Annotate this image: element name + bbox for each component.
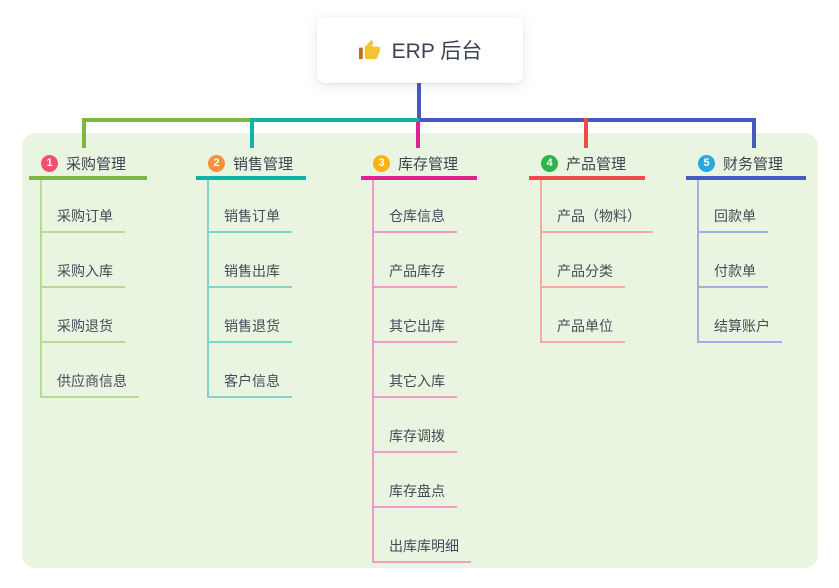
branch-number-badge: 1 xyxy=(41,154,58,172)
child-node[interactable]: 客户信息 xyxy=(209,343,292,398)
branch-node-product[interactable]: 4 产品管理 xyxy=(529,150,645,180)
child-node[interactable]: 仓库信息 xyxy=(374,180,457,233)
thumbs-up-icon xyxy=(358,39,380,59)
branch-children: 仓库信息 产品库存 其它出库 其它入库 库存调拨 库存盘点 出库库明细 xyxy=(372,180,477,563)
connector-drop-product xyxy=(584,118,588,148)
child-node[interactable]: 产品单位 xyxy=(542,288,625,343)
branch-label: 财务管理 xyxy=(723,155,784,173)
connector-root-vertical xyxy=(417,83,421,122)
child-node[interactable]: 销售订单 xyxy=(209,180,292,233)
branch-children: 回款单 付款单 结算账户 xyxy=(697,180,806,343)
branch-node-inventory[interactable]: 3 库存管理 xyxy=(361,150,477,180)
connector-drop-purchase xyxy=(82,118,86,148)
child-node[interactable]: 采购退货 xyxy=(42,288,125,343)
branch-node-purchase[interactable]: 1 采购管理 xyxy=(29,150,147,180)
child-node[interactable]: 销售出库 xyxy=(209,233,292,288)
connector-bus-green xyxy=(82,118,256,122)
branch-product: 4 产品管理 产品（物料） 产品分类 产品单位 xyxy=(529,150,653,343)
branch-purchase: 1 采购管理 采购订单 采购入库 采购退货 供应商信息 xyxy=(29,150,147,398)
branch-number-badge: 4 xyxy=(541,154,558,172)
child-node[interactable]: 产品分类 xyxy=(542,233,625,288)
child-node[interactable]: 产品（物料） xyxy=(542,180,653,233)
branch-children: 采购订单 采购入库 采购退货 供应商信息 xyxy=(40,180,147,398)
branch-children: 产品（物料） 产品分类 产品单位 xyxy=(540,180,653,343)
child-node[interactable]: 采购入库 xyxy=(42,233,125,288)
connector-bus-teal xyxy=(254,118,420,122)
connector-drop-sales xyxy=(250,118,254,148)
branch-inventory: 3 库存管理 仓库信息 产品库存 其它出库 其它入库 库存调拨 库存盘点 出库库… xyxy=(361,150,477,563)
root-title: ERP 后台 xyxy=(391,40,483,63)
child-node[interactable]: 回款单 xyxy=(699,180,768,233)
branch-label: 销售管理 xyxy=(233,155,294,173)
root-node[interactable]: ERP 后台 xyxy=(317,17,523,83)
connector-drop-inventory xyxy=(416,122,420,148)
branch-label: 产品管理 xyxy=(566,155,627,173)
child-node[interactable]: 付款单 xyxy=(699,233,768,288)
branch-number-badge: 2 xyxy=(208,154,225,172)
branches-panel xyxy=(22,133,818,568)
branch-children: 销售订单 销售出库 销售退货 客户信息 xyxy=(207,180,306,398)
connector-drop-finance xyxy=(752,118,756,148)
branch-label: 采购管理 xyxy=(66,155,127,173)
branch-number-badge: 5 xyxy=(698,154,715,172)
branch-sales: 2 销售管理 销售订单 销售出库 销售退货 客户信息 xyxy=(196,150,306,398)
child-node[interactable]: 销售退货 xyxy=(209,288,292,343)
branch-finance: 5 财务管理 回款单 付款单 结算账户 xyxy=(686,150,806,343)
child-node[interactable]: 产品库存 xyxy=(374,233,457,288)
branch-node-finance[interactable]: 5 财务管理 xyxy=(686,150,806,180)
branch-number-badge: 3 xyxy=(373,154,390,172)
child-node[interactable]: 出库库明细 xyxy=(374,508,471,563)
child-node[interactable]: 库存调拨 xyxy=(374,398,457,453)
child-node[interactable]: 结算账户 xyxy=(699,288,782,343)
child-node[interactable]: 库存盘点 xyxy=(374,453,457,508)
branch-node-sales[interactable]: 2 销售管理 xyxy=(196,150,306,180)
branch-label: 库存管理 xyxy=(398,155,459,173)
child-node[interactable]: 供应商信息 xyxy=(42,343,139,398)
child-node[interactable]: 其它出库 xyxy=(374,288,457,343)
child-node[interactable]: 其它入库 xyxy=(374,343,457,398)
child-node[interactable]: 采购订单 xyxy=(42,180,125,233)
